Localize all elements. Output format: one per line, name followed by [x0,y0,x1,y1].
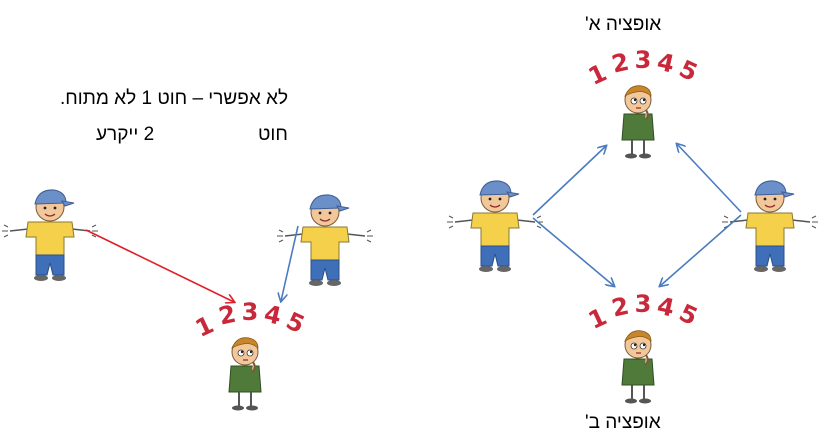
digit-2: 2 [609,48,631,79]
digit-3: 3 [635,46,652,74]
red-rope-arrow [85,229,234,302]
thinking-kid-option-a [621,84,655,160]
digit-5: 5 [675,55,702,87]
left-kid-right [276,194,374,287]
blue-arrow-left-to-b [532,217,614,286]
left-kid-left [1,189,99,282]
digit-1: 1 [584,59,611,91]
blue-arrow-left-to-a [532,146,606,216]
left-title-line-2-tear: 2 ייקרע [96,124,155,145]
option-a-label: אופציה א' [585,14,662,35]
right-kid-right [721,180,819,273]
left-title-line-1: לא אפשרי – חוט 1 לא מתוח. [60,88,289,109]
left-thinking-kid [228,336,262,412]
digit-2: 2 [609,292,631,323]
blue-rope-arrow-left [281,225,299,301]
digit-5: 5 [282,307,309,339]
blue-arrow-right-to-a [677,144,742,213]
digit-4: 4 [655,292,677,323]
digit-2: 2 [216,300,238,331]
option-b-label: אופציה ב' [585,412,661,433]
digit-4: 4 [655,48,677,79]
digit-1: 1 [584,303,611,335]
blue-arrow-right-to-b [660,214,742,286]
digit-5: 5 [675,299,702,331]
digit-4: 4 [262,300,284,331]
digit-1: 1 [191,311,218,343]
right-kid-left [446,180,544,273]
digit-3: 3 [242,298,259,326]
left-title-line-2-rope: חוט [258,124,288,145]
digit-3: 3 [635,290,652,318]
thinking-kid-option-b [621,329,655,405]
